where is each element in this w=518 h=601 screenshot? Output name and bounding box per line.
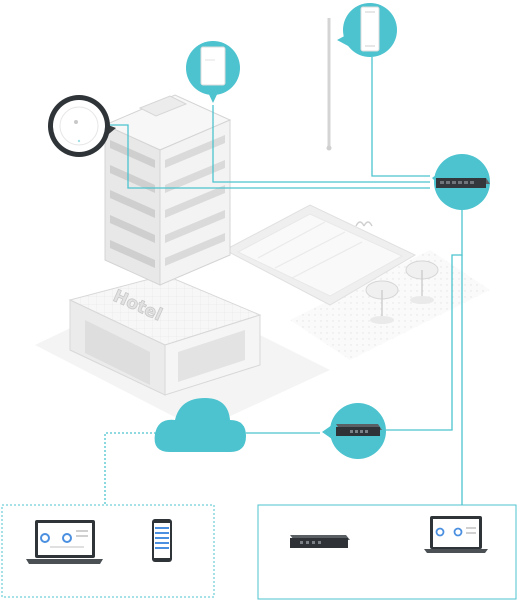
beach-umbrella	[365, 280, 399, 324]
local-laptop-dashboard[interactable]	[424, 516, 488, 553]
local-management-panel	[257, 504, 517, 600]
hotel-building: Hotel	[68, 94, 262, 396]
remote-management-panel	[1, 504, 215, 598]
ceiling-access-point[interactable]	[48, 95, 116, 157]
connection-lines	[104, 57, 463, 505]
phone-app[interactable]	[152, 519, 172, 562]
outdoor-pole	[326, 18, 332, 151]
wall-plate-access-point[interactable]	[186, 41, 240, 103]
line-ceiling-ap-to-switch	[110, 124, 430, 189]
line-cloud-to-remote	[104, 432, 160, 505]
swimming-pool	[223, 204, 417, 306]
cloud-icon[interactable]	[154, 398, 246, 452]
line-outdoor-ap-to-switch	[371, 57, 430, 177]
poe-switch[interactable]	[432, 154, 490, 210]
line-wall-ap-to-switch	[212, 105, 430, 183]
router-gateway[interactable]	[322, 403, 386, 459]
outdoor-access-point[interactable]	[337, 3, 397, 57]
hardware-controller[interactable]	[290, 535, 350, 548]
laptop-dashboard[interactable]	[26, 520, 103, 564]
line-switch-to-gateway	[386, 210, 463, 431]
beach-umbrella	[405, 260, 439, 304]
